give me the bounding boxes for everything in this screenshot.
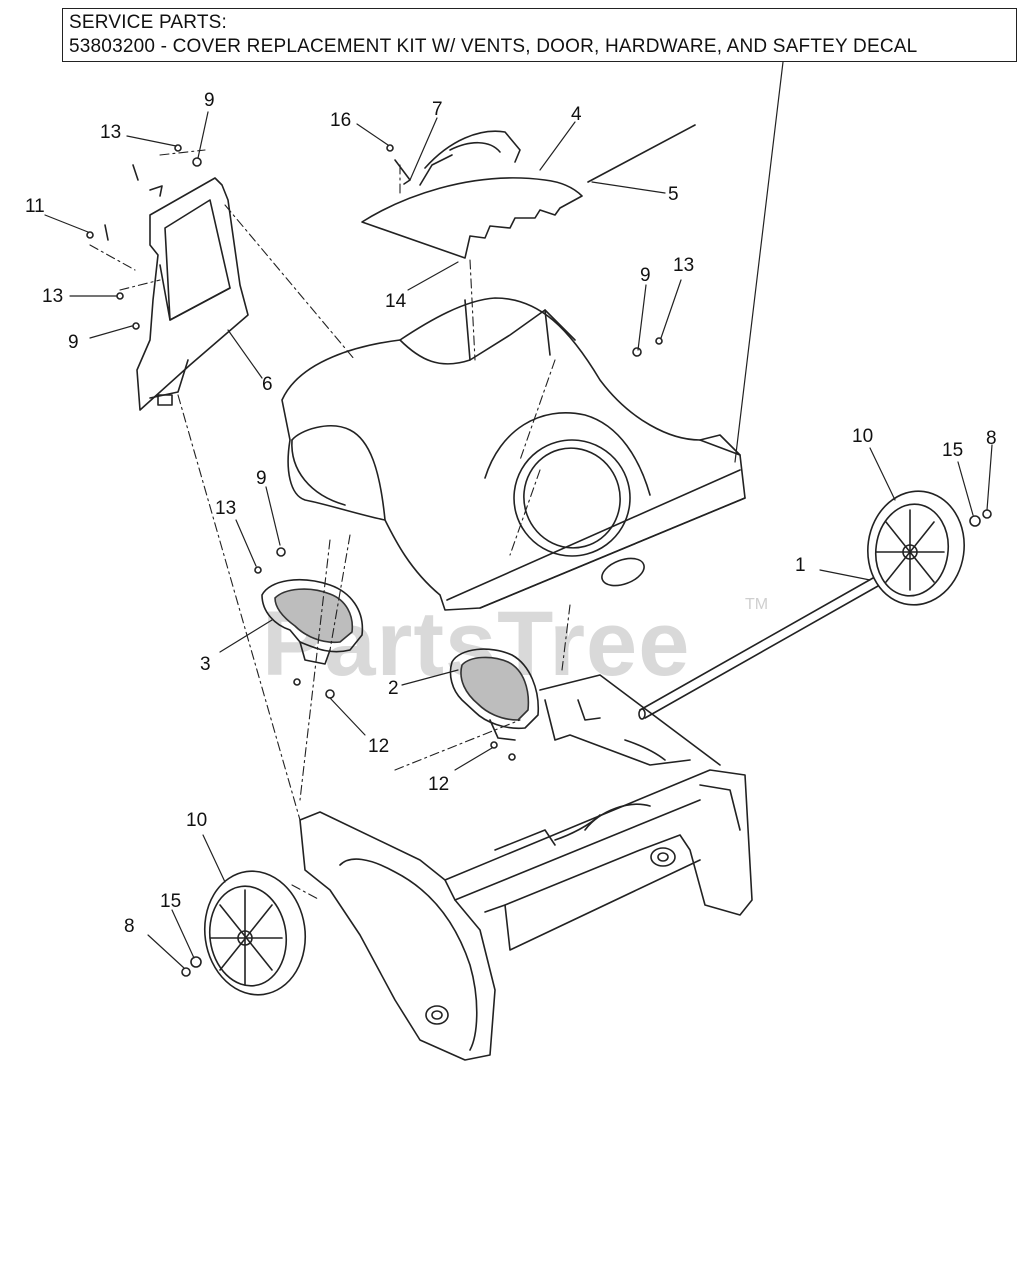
- callout-4: 4: [571, 104, 582, 125]
- callout-7: 7: [432, 99, 443, 120]
- service-leader-line: [734, 61, 784, 463]
- callout-9b: 9: [68, 332, 79, 353]
- callout-14: 14: [385, 291, 407, 312]
- callout-10b: 10: [186, 810, 207, 831]
- callout-leaders: [44, 111, 993, 969]
- callout-2: 2: [388, 678, 399, 699]
- callout-1: 1: [795, 555, 806, 576]
- callout-8b: 8: [124, 916, 135, 937]
- callout-6: 6: [262, 374, 273, 395]
- callout-11: 11: [25, 196, 45, 217]
- right-vent-part-2: [449, 648, 540, 741]
- assembly-lines: [89, 149, 571, 901]
- service-parts-kit: 53803200 - COVER REPLACEMENT KIT W/ VENT…: [69, 36, 918, 57]
- auger-housing: [299, 674, 753, 1061]
- service-parts-box: SERVICE PARTS: 53803200 - COVER REPLACEM…: [62, 8, 1017, 62]
- right-wheel-part-10: [867, 490, 965, 606]
- callout-9d: 9: [256, 468, 267, 489]
- left-vent-part-3: [261, 579, 364, 665]
- hardware-fasteners: [86, 144, 992, 977]
- callout-12a: 12: [368, 736, 389, 757]
- callout-15b: 15: [160, 891, 181, 912]
- axle-part-1: [638, 577, 879, 720]
- callout-13c: 13: [673, 255, 694, 276]
- dash-panel-part-6: [136, 177, 249, 411]
- callout-12b: 12: [428, 774, 449, 795]
- rod-part-5: [587, 124, 696, 183]
- watermark-tm: TM: [745, 596, 769, 613]
- callout-15a: 15: [942, 440, 963, 461]
- callout-10a: 10: [852, 426, 873, 447]
- callout-8a: 8: [986, 428, 997, 449]
- callout-labels: 9 13 16 7 4 5 11 13 9 6 14 9 13 10 15 8 …: [25, 90, 997, 937]
- callout-3: 3: [200, 654, 211, 675]
- callout-13b: 13: [42, 286, 63, 307]
- main-housing: [281, 297, 746, 611]
- callout-16: 16: [330, 110, 351, 131]
- callout-13d: 13: [215, 498, 236, 519]
- service-parts-heading: SERVICE PARTS:: [69, 12, 228, 33]
- callout-13a: 13: [100, 122, 121, 143]
- callout-5: 5: [668, 184, 679, 205]
- top-cover-part-4: [361, 130, 583, 259]
- left-wheel-part-10: [203, 870, 307, 996]
- callout-9c: 9: [640, 265, 651, 286]
- callout-9a: 9: [204, 90, 215, 111]
